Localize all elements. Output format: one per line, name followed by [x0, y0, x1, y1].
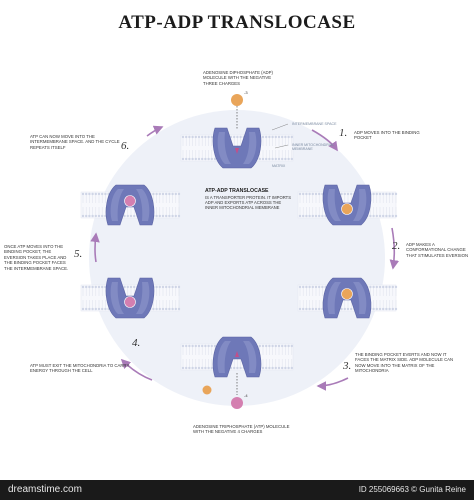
- step-3-number: 3.: [343, 360, 352, 372]
- center-description: ATP-ADP TRANSLOCASE is a transporter pro…: [205, 188, 293, 211]
- atp-charge: -4: [244, 393, 248, 398]
- adp-molecule-icon: [231, 94, 243, 106]
- step-5-number: 5.: [74, 248, 83, 260]
- step-2-text: ADP makes a conformational change that s…: [406, 242, 469, 258]
- step-4-text: ATP must exit the mitochondria to carry …: [30, 363, 130, 374]
- translocase-protein-5: [105, 277, 155, 319]
- footer-credit: ID 255069663 © Gunita Reine: [358, 485, 466, 494]
- step-6-text: ATP can now move into the intermembrane …: [30, 134, 120, 150]
- footer-watermark: dreamstime.com: [8, 484, 82, 495]
- diagram-title: ATP-ADP TRANSLOCASE: [118, 12, 356, 33]
- step-1-text: ADP moves into the binding pocket: [354, 130, 420, 141]
- footer-bar: dreamstime.com ID 255069663 © Gunita Rei…: [0, 480, 474, 500]
- translocase-protein-1: [212, 127, 262, 169]
- step-1-number: 1.: [339, 127, 348, 139]
- cycle-arrow-4: [120, 358, 153, 381]
- translocase-protein-4: [212, 336, 262, 378]
- cycle-arrow-1: [311, 129, 338, 152]
- caption-intermembrane: Intermembrane space: [292, 122, 337, 126]
- atp-molecule-icon: [231, 397, 243, 409]
- caption-pointer-1: [271, 123, 289, 131]
- adp-charge: -3: [244, 90, 248, 95]
- step-2-number: 2.: [392, 240, 401, 252]
- translocase-protein-6: [105, 184, 155, 226]
- adp-molecule-label: Adenosine diphosphate (ADP) molecule wit…: [203, 70, 273, 86]
- background-circle: [89, 110, 385, 406]
- caption-inner-membrane: Inner mitochondrial membrane: [292, 143, 335, 152]
- step-3-text: The binding pocket everts and now it fac…: [355, 352, 454, 374]
- atp-molecule-label: Adenosine triphosphate (ATP) molecule wi…: [193, 424, 290, 435]
- center-heading: ATP-ADP TRANSLOCASE: [205, 188, 269, 194]
- step-4-number: 4.: [132, 337, 141, 349]
- center-body: is a transporter protein. It imports ADP…: [205, 195, 292, 211]
- translocase-protein-3: [322, 277, 372, 319]
- cycle-arrow-3: [316, 377, 349, 391]
- cycle-arrow-6: [146, 125, 164, 137]
- small-adp-icon: [202, 385, 212, 395]
- caption-matrix: Matrix: [272, 164, 286, 168]
- cycle-arrow-5: [90, 232, 100, 263]
- caption-pointer-2: [274, 144, 289, 149]
- step-5-text: Once ATP moves into the binding pocket, …: [4, 244, 69, 271]
- translocase-protein-2: [322, 184, 372, 226]
- cycle-arrow-2: [389, 227, 400, 270]
- step-6-number: 6.: [121, 140, 130, 152]
